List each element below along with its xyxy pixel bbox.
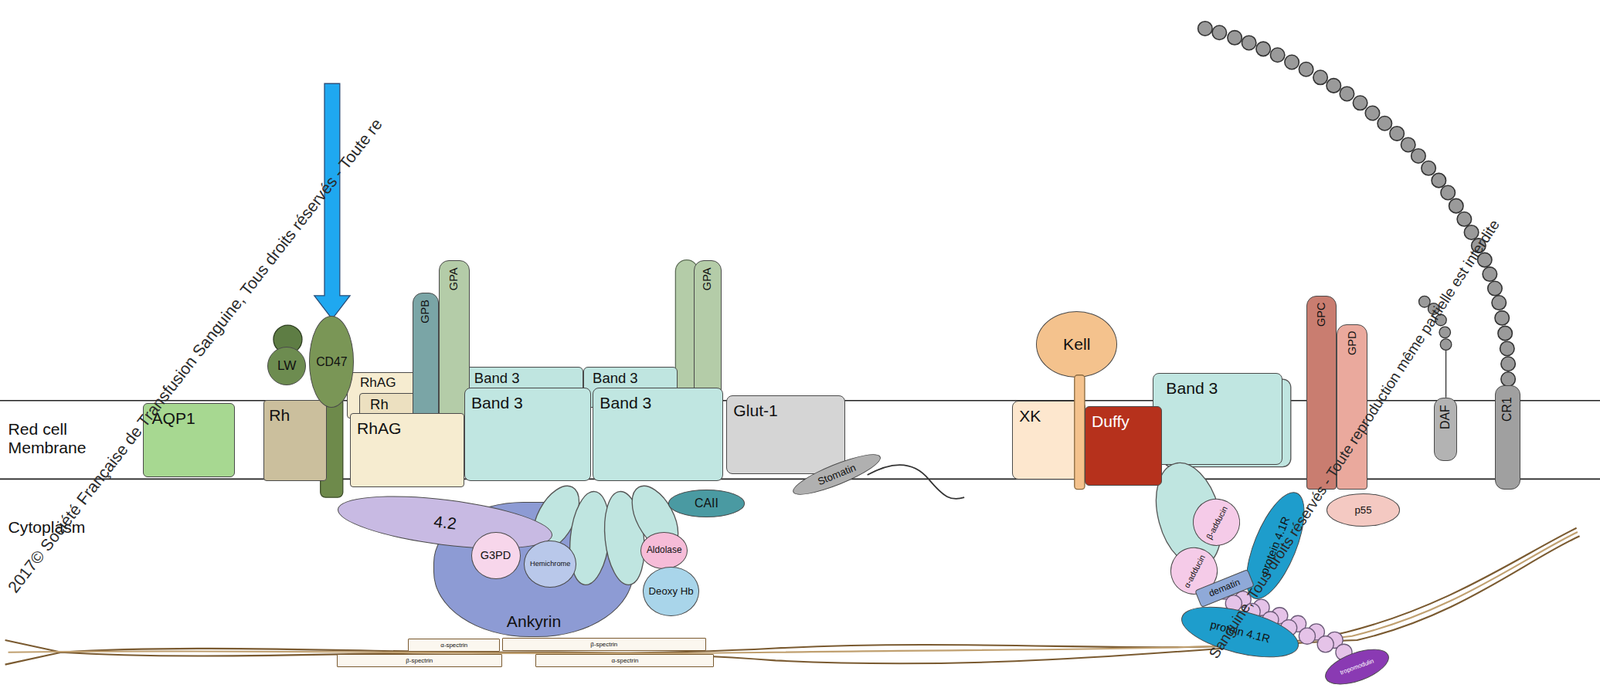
protein-shape: CR1 — [1494, 385, 1521, 490]
protein-shape: CAII — [668, 489, 745, 518]
protein-name: β-spectrin — [590, 641, 618, 649]
protein-name: Band 3 — [599, 394, 652, 413]
protein-name: Aldolase — [646, 545, 683, 557]
protein-shape: Kell — [1036, 311, 1118, 378]
protein-shape: p55 — [1326, 493, 1400, 527]
protein-name: tropomodulin — [1338, 658, 1375, 677]
protein-shape: α-spectrin — [407, 638, 500, 653]
protein-name: G3PD — [480, 549, 512, 563]
protein-name: LW — [277, 358, 296, 374]
protein-name: RhAG — [360, 375, 397, 391]
protein-name: Band 3 — [471, 394, 524, 413]
protein-shape: Deoxy Hb — [642, 567, 700, 616]
protein-name: β-adducin — [1203, 504, 1230, 541]
protein-name: GPB — [418, 299, 432, 324]
protein-name: RhAG — [356, 419, 402, 439]
protein-name: Band 3 — [592, 370, 639, 387]
protein-shape: Duffy — [1084, 406, 1162, 486]
protein-shape: β-spectrin — [502, 638, 707, 652]
protein-name: α-adducin — [1181, 553, 1207, 590]
protein-name: GPA — [701, 267, 715, 291]
protein-shape: GPB — [412, 292, 439, 426]
protein-name: 4.2 — [432, 512, 458, 534]
protein-shape: RhAG — [349, 413, 465, 488]
protein-shape: Band 3 — [464, 387, 592, 483]
protein-shape: Rh — [263, 400, 327, 483]
protein-name: Glut-1 — [733, 401, 778, 421]
protein-name: Band 3 — [1165, 379, 1218, 398]
protein-name: α-spectrin — [611, 657, 639, 665]
protein-name: Duffy — [1091, 412, 1130, 432]
protein-shape: α-spectrin — [535, 654, 714, 668]
kell-stem — [1074, 375, 1085, 490]
protein-name: α-spectrin — [440, 642, 468, 649]
protein-name: CAII — [694, 496, 719, 511]
protein-name: β-spectrin — [405, 657, 433, 665]
protein-shape: DAF — [1433, 397, 1458, 462]
protein-shape: Band 3 — [1152, 373, 1283, 466]
protein-name: Band 3 — [474, 370, 520, 387]
protein-name: XK — [1019, 407, 1041, 426]
protein-name: Ankyrin — [506, 612, 561, 632]
protein-name: Rh — [370, 396, 389, 413]
protein-name: CR1 — [1500, 397, 1515, 422]
spectrin-filament — [5, 528, 1580, 666]
protein-name: p55 — [1355, 504, 1373, 517]
protein-shape: Glut-1 — [726, 395, 845, 475]
membrane-label: Red cell Membrane — [8, 420, 95, 459]
protein-shape: Hemichrome — [523, 540, 578, 588]
protein-name: CD47 — [315, 355, 347, 370]
protein-name: GPA — [447, 267, 461, 291]
stomatin-tail — [867, 465, 965, 500]
protein-name: Rh — [268, 406, 290, 425]
protein-name: Hemichrome — [529, 560, 571, 569]
protein-shape: G3PD — [471, 532, 520, 580]
protein-name: GPD — [1345, 331, 1359, 356]
protein-shape: Band 3 — [592, 387, 724, 483]
protein-shape: CD47 — [309, 315, 354, 408]
protein-name: DAF — [1437, 405, 1452, 431]
protein-name: Deoxy Hb — [648, 585, 694, 598]
protein-name: Kell — [1063, 335, 1091, 354]
protein-shape: LW — [267, 346, 306, 386]
protein-shape: β-spectrin — [336, 654, 503, 668]
protein-shape: Aldolase — [640, 532, 688, 570]
protein-name: GPC — [1314, 302, 1329, 327]
cr1-chain — [1198, 21, 1516, 388]
